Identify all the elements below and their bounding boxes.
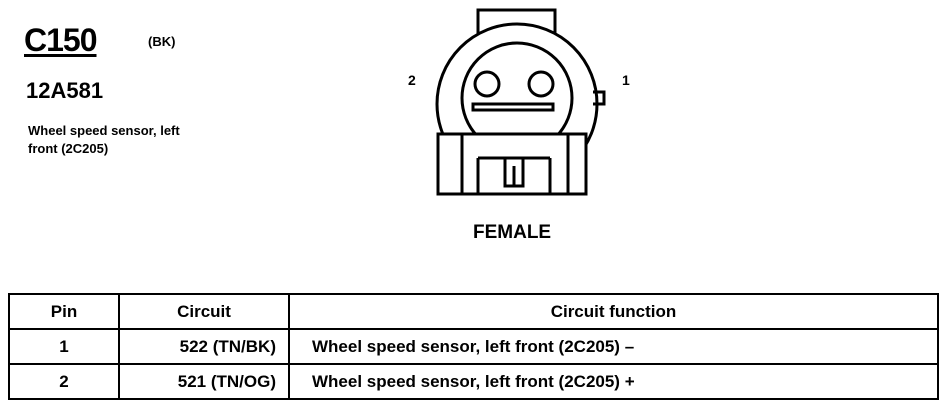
connector-bar (471, 102, 555, 112)
cell-pin: 2 (8, 363, 120, 400)
pin-label-right: 1 (622, 72, 630, 88)
pin-label-left: 2 (408, 72, 416, 88)
cell-function: Wheel speed sensor, left front (2C205) – (288, 328, 939, 365)
part-number: 12A581 (26, 78, 104, 103)
header-function: Circuit function (288, 293, 939, 330)
description-line-2: front (2C205) (28, 141, 109, 156)
connector-gender-label: FEMALE (473, 222, 552, 243)
header-pin: Pin (8, 293, 120, 330)
pin-cavity-2 (473, 70, 501, 98)
description-line-1: Wheel speed sensor, left (28, 123, 180, 138)
table-row: 1 522 (TN/BK) Wheel speed sensor, left f… (8, 328, 939, 365)
connector-top-tab (476, 8, 557, 38)
connector-id: C150 (24, 22, 97, 58)
cell-function: Wheel speed sensor, left front (2C205) + (288, 363, 939, 400)
cell-circuit: 522 (TN/BK) (118, 328, 290, 365)
pin-circuit-table: Pin Circuit Circuit function 1 522 (TN/B… (8, 293, 939, 400)
table-row: 2 521 (TN/OG) Wheel speed sensor, left f… (8, 363, 939, 400)
cell-circuit: 521 (TN/OG) (118, 363, 290, 400)
header-circuit: Circuit (118, 293, 290, 330)
connector-description: Wheel speed sensor, left front (2C205) (28, 122, 258, 158)
connector-key-tab (593, 90, 606, 106)
table-header-row: Pin Circuit Circuit function (8, 293, 939, 330)
connector-color: (BK) (148, 34, 176, 49)
connector-face-diagram (435, 8, 606, 196)
cell-pin: 1 (8, 328, 120, 365)
pin-cavity-1 (527, 70, 555, 98)
